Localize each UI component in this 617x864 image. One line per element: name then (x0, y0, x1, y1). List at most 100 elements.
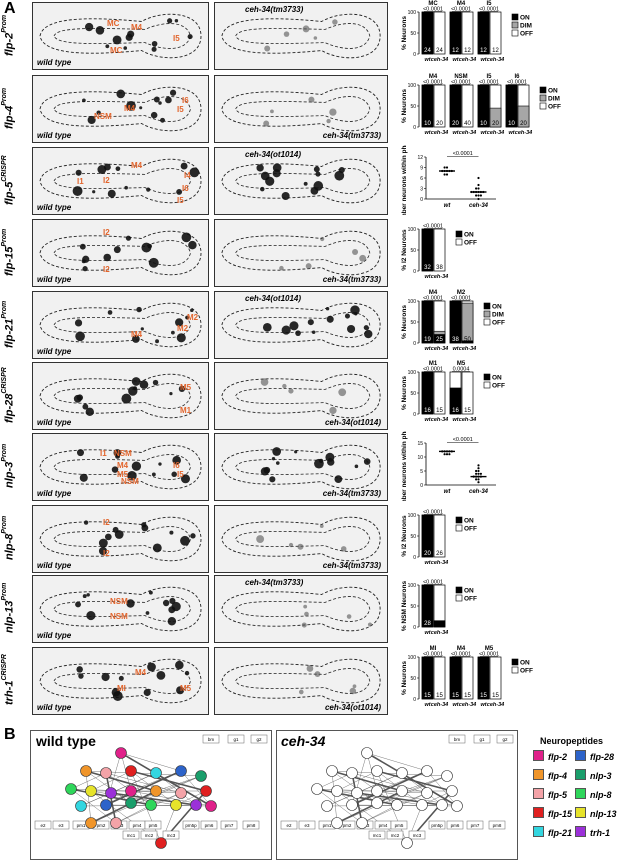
gene-label: trh-1CRISPR (1, 647, 31, 713)
panel-b-mutant-network: bmg1g2e2e3pm1pm2pm3pm4pm5pm5ppm6pm7pm8mc… (276, 730, 518, 860)
neuropeptide-swatch (533, 769, 544, 780)
legend-label: ON (464, 518, 474, 525)
fluorescent-cell (169, 89, 177, 96)
x-tick-label: wt (480, 702, 487, 708)
fluorescent-cell (158, 101, 162, 105)
p-value: <0.0001 (423, 510, 443, 516)
neuron-node (321, 800, 333, 812)
x-tick-label: wt (444, 489, 452, 495)
neuron-node (150, 785, 162, 797)
fluorescent-cell (188, 240, 197, 250)
data-point (477, 478, 480, 481)
synapse-edge (361, 804, 398, 824)
y-tick-label: 100 (408, 370, 417, 376)
bar-on-segment (477, 656, 490, 700)
neuron-label: NSM (94, 112, 112, 121)
chart: % Neurons050100M4<0.000119wt25ceh-34M2<0… (401, 290, 505, 352)
fluorescent-cell (131, 335, 140, 343)
bar-on-segment (421, 228, 434, 272)
x-tick-label: ceh-34 (431, 57, 448, 63)
mutant-micrograph-drawing (221, 586, 381, 632)
fluorescent-cell (262, 322, 272, 332)
bar-off-segment (433, 11, 446, 55)
muscle-label: pm5 (149, 823, 158, 828)
pharynx-outline (39, 444, 202, 490)
neuropeptide-legend-item: flp-2 (533, 750, 567, 762)
group-title: I6 (514, 74, 520, 80)
x-tick-label: ceh-34 (469, 489, 489, 495)
fluorescent-cell (84, 22, 94, 32)
neuron-label: MI (117, 684, 126, 693)
synapse-edge (115, 804, 152, 824)
p-value: 0.0004 (453, 367, 470, 373)
neuropeptide-swatch (533, 826, 544, 837)
y-axis-label: % Neurons (401, 89, 408, 123)
group-title: M4 (457, 646, 466, 652)
synapse-edge (401, 775, 448, 792)
data-point (475, 469, 478, 473)
x-tick-label: ceh-34 (431, 130, 448, 136)
fluorescent-cell (116, 89, 126, 99)
neuropeptide-name: trh-1 (590, 828, 610, 838)
data-point (477, 183, 480, 187)
sample-size: 20 (452, 121, 459, 127)
fluorescent-cell (82, 98, 86, 103)
synapse-edge (331, 770, 403, 792)
fluorescent-cell (346, 324, 356, 334)
synapse-edge (366, 752, 428, 772)
muscle-label: pm7 (471, 823, 480, 828)
x-tick-label: wt (424, 630, 431, 636)
neuron-label: I5 (177, 196, 184, 205)
wildtype-micrograph-drawing (39, 586, 202, 632)
y-tick-label: 100 (408, 583, 417, 589)
synapse-edge (105, 772, 182, 794)
neuron-node (125, 765, 137, 777)
pharynx-outline (221, 444, 381, 490)
muscle-node (242, 820, 260, 830)
synapse-edge (130, 770, 207, 792)
pharynx-lumen-outline (53, 454, 191, 480)
muscle-node (250, 734, 268, 744)
wildtype-micrograph-drawing (39, 658, 202, 704)
neuron-node (170, 799, 182, 811)
bar-dim-segment (517, 105, 530, 128)
fluorescent-cell (147, 243, 153, 249)
gene-label: nlp-8Prom (1, 505, 31, 571)
neuron-node (451, 800, 463, 812)
muscle-label: mc2 (391, 833, 400, 838)
legend-label: OFF (464, 526, 477, 533)
legend-swatch (455, 594, 463, 602)
fluorescent-cell (83, 520, 89, 525)
gene-label: flp-28CRISPR (1, 362, 31, 428)
pharynx-lumen-outline (235, 526, 371, 552)
fluorescent-cell (146, 187, 151, 192)
neuron-label: M4 (131, 161, 143, 170)
neuropeptide-swatch (533, 750, 544, 761)
fluorescent-cell (279, 265, 284, 271)
gene-name: flp-28 (3, 393, 16, 423)
synapse-edge (316, 772, 353, 790)
synapse-edge (376, 770, 453, 792)
neuron-label: I6 (182, 184, 189, 193)
neuron-node (115, 747, 127, 759)
mutant-micrograph-drawing (221, 86, 381, 132)
neuropeptide-name: flp-2 (548, 752, 567, 762)
sample-size: 12 (464, 48, 471, 54)
pharynx-lumen-outline (53, 23, 191, 49)
synapse-edge (351, 770, 428, 806)
fluorescent-cell (307, 319, 314, 326)
muscle-node (220, 820, 238, 830)
muscle-label: bm (454, 737, 461, 742)
p-value: <0.0001 (423, 296, 443, 302)
legend-label: ON (464, 588, 474, 595)
wildtype-micrograph-drawing (39, 13, 202, 59)
synapse-edge (331, 770, 338, 824)
gene-label: flp-5CRISPR (1, 147, 31, 213)
pharynx-outline (221, 658, 381, 704)
pharynx-lumen-outline (53, 168, 191, 194)
bar-on-segment (449, 300, 462, 344)
neuropeptide-legend-item: flp-5 (533, 788, 567, 800)
